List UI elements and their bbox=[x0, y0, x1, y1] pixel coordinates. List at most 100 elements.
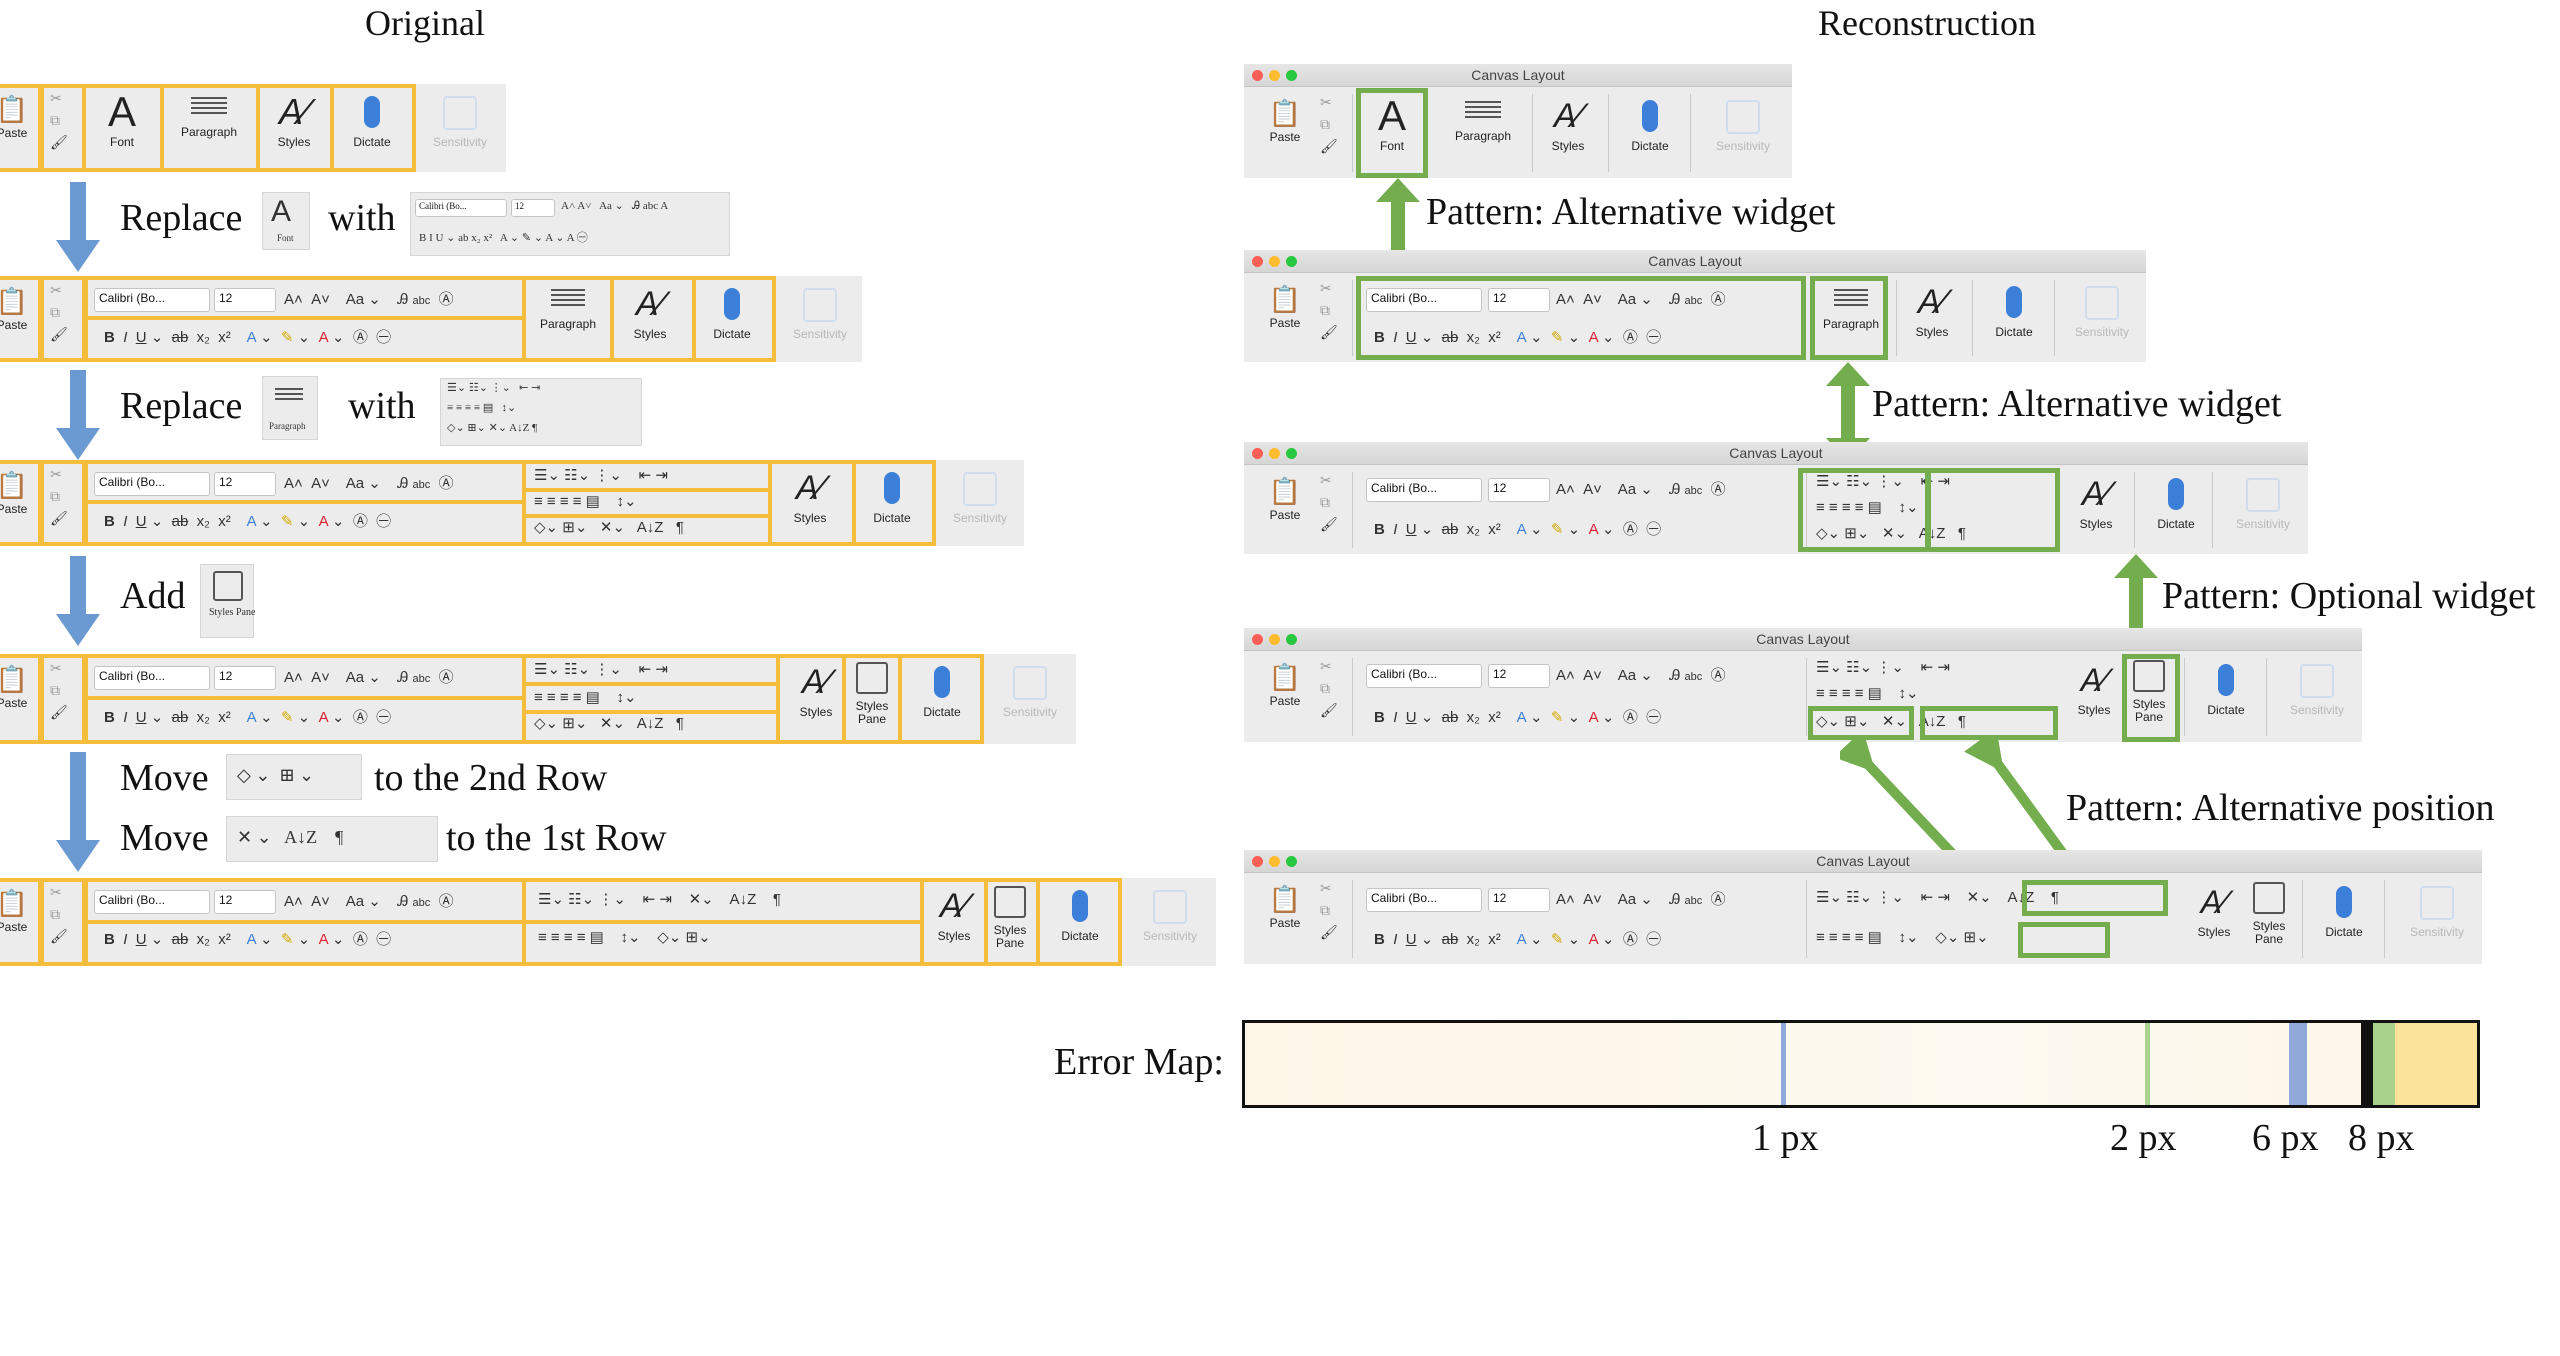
format-painter-icon[interactable]: 🖌 bbox=[1320, 924, 1338, 940]
styles-button[interactable]: A⁄ Styles bbox=[2186, 880, 2242, 939]
font-name-field[interactable]: Calibri (Bo... bbox=[94, 288, 210, 312]
paste-button[interactable]: 📋 Paste bbox=[0, 888, 32, 934]
sensitivity-button[interactable]: Sensitivity bbox=[2220, 472, 2306, 531]
minimize-window-icon[interactable] bbox=[1269, 448, 1280, 459]
sensitivity-button[interactable]: Sensitivity bbox=[420, 90, 500, 149]
minimize-window-icon[interactable] bbox=[1269, 856, 1280, 867]
font-size-field[interactable]: 12 bbox=[1488, 288, 1550, 312]
sensitivity-button[interactable]: Sensitivity bbox=[1130, 884, 1210, 943]
copy-icon[interactable]: ⧉ bbox=[50, 488, 60, 504]
font-name-field[interactable]: Calibri (Bo... bbox=[1366, 288, 1482, 312]
minimize-window-icon[interactable] bbox=[1269, 634, 1280, 645]
font-size-field[interactable]: 12 bbox=[1488, 478, 1550, 502]
font-button[interactable]: A Font bbox=[1360, 94, 1424, 153]
dictate-button[interactable]: Dictate bbox=[1048, 884, 1112, 943]
styles-button[interactable]: A⁄ Styles bbox=[2064, 472, 2128, 531]
paste-button[interactable]: 📋 Paste bbox=[1262, 476, 1308, 522]
paste-button[interactable]: 📋 Paste bbox=[0, 286, 32, 332]
zoom-window-icon[interactable] bbox=[1286, 70, 1297, 81]
sensitivity-button[interactable]: Sensitivity bbox=[990, 660, 1070, 719]
format-painter-icon[interactable]: 🖌 bbox=[1320, 516, 1338, 532]
font-size-field[interactable]: 12 bbox=[214, 890, 276, 914]
copy-icon[interactable]: ⧉ bbox=[1320, 902, 1330, 918]
close-window-icon[interactable] bbox=[1252, 856, 1263, 867]
cut-icon[interactable]: ✂ bbox=[50, 282, 62, 298]
styles-button[interactable]: A⁄ Styles bbox=[778, 466, 842, 525]
cut-icon[interactable]: ✂ bbox=[50, 884, 62, 900]
dictate-button[interactable]: Dictate bbox=[1982, 280, 2046, 339]
styles-button[interactable]: A⁄ Styles bbox=[1900, 280, 1964, 339]
sensitivity-button[interactable]: Sensitivity bbox=[940, 466, 1020, 525]
sensitivity-button[interactable]: Sensitivity bbox=[2274, 658, 2360, 717]
copy-icon[interactable]: ⧉ bbox=[1320, 116, 1330, 132]
minimize-window-icon[interactable] bbox=[1269, 256, 1280, 267]
font-name-field[interactable]: Calibri (Bo... bbox=[94, 472, 210, 496]
font-name-field[interactable]: Calibri (Bo... bbox=[1366, 888, 1482, 912]
font-name-field[interactable]: Calibri (Bo... bbox=[1366, 478, 1482, 502]
dictate-button[interactable]: Dictate bbox=[2144, 472, 2208, 531]
dictate-button[interactable]: Dictate bbox=[340, 90, 404, 149]
font-size-field[interactable]: 12 bbox=[1488, 888, 1550, 912]
font-size-field[interactable]: 12 bbox=[1488, 664, 1550, 688]
close-window-icon[interactable] bbox=[1252, 70, 1263, 81]
paragraph-button[interactable]: Paragraph bbox=[528, 286, 608, 331]
font-size-field[interactable]: 12 bbox=[214, 472, 276, 496]
paste-button[interactable]: 📋 Paste bbox=[1262, 662, 1308, 708]
cut-icon[interactable]: ✂ bbox=[50, 660, 62, 676]
font-size-field[interactable]: 12 bbox=[214, 666, 276, 690]
font-size-field[interactable]: 12 bbox=[214, 288, 276, 312]
paste-button[interactable]: 📋 Paste bbox=[1262, 884, 1308, 930]
paste-button[interactable]: 📋 Paste bbox=[1262, 284, 1308, 330]
format-painter-icon[interactable]: 🖌 bbox=[50, 326, 68, 342]
format-painter-icon[interactable]: 🖌 bbox=[50, 704, 68, 720]
cut-icon[interactable]: ✂ bbox=[1320, 94, 1332, 110]
copy-icon[interactable]: ⧉ bbox=[50, 906, 60, 922]
styles-pane-button[interactable]: Styles Pane bbox=[2122, 660, 2176, 724]
zoom-window-icon[interactable] bbox=[1286, 856, 1297, 867]
copy-icon[interactable]: ⧉ bbox=[1320, 302, 1330, 318]
zoom-window-icon[interactable] bbox=[1286, 448, 1297, 459]
sensitivity-button[interactable]: Sensitivity bbox=[2394, 880, 2480, 939]
sensitivity-button[interactable]: Sensitivity bbox=[780, 282, 860, 341]
zoom-window-icon[interactable] bbox=[1286, 634, 1297, 645]
dictate-button[interactable]: Dictate bbox=[910, 660, 974, 719]
copy-icon[interactable]: ⧉ bbox=[50, 682, 60, 698]
styles-button[interactable]: A⁄ Styles bbox=[924, 884, 984, 943]
cut-icon[interactable]: ✂ bbox=[1320, 472, 1332, 488]
styles-pane-button[interactable]: Styles Pane bbox=[846, 662, 898, 726]
close-window-icon[interactable] bbox=[1252, 634, 1263, 645]
format-painter-icon[interactable]: 🖌 bbox=[50, 510, 68, 526]
styles-button[interactable]: A⁄ Styles bbox=[786, 660, 846, 719]
format-painter-icon[interactable]: 🖌 bbox=[1320, 702, 1338, 718]
styles-button[interactable]: A⁄ Styles bbox=[2066, 658, 2122, 717]
copy-icon[interactable]: ⧉ bbox=[1320, 494, 1330, 510]
font-name-field[interactable]: Calibri (Bo... bbox=[1366, 664, 1482, 688]
cut-icon[interactable]: ✂ bbox=[1320, 280, 1332, 296]
dictate-button[interactable]: Dictate bbox=[860, 466, 924, 525]
paste-button[interactable]: 📋 Paste bbox=[0, 94, 32, 140]
paragraph-button[interactable]: Paragraph bbox=[166, 94, 252, 139]
sensitivity-button[interactable]: Sensitivity bbox=[1700, 94, 1786, 153]
copy-icon[interactable]: ⧉ bbox=[50, 304, 60, 320]
paste-button[interactable]: 📋 Paste bbox=[0, 470, 32, 516]
close-window-icon[interactable] bbox=[1252, 448, 1263, 459]
cut-icon[interactable]: ✂ bbox=[50, 90, 62, 106]
paste-button[interactable]: 📋 Paste bbox=[0, 664, 32, 710]
paste-button[interactable]: 📋 Paste bbox=[1262, 98, 1308, 144]
styles-pane-button[interactable]: Styles Pane bbox=[2242, 882, 2296, 946]
close-window-icon[interactable] bbox=[1252, 256, 1263, 267]
font-name-field[interactable]: Calibri (Bo... bbox=[94, 666, 210, 690]
dictate-button[interactable]: Dictate bbox=[2194, 658, 2258, 717]
copy-icon[interactable]: ⧉ bbox=[1320, 680, 1330, 696]
format-painter-icon[interactable]: 🖌 bbox=[50, 134, 68, 150]
font-name-field[interactable]: Calibri (Bo... bbox=[94, 890, 210, 914]
minimize-window-icon[interactable] bbox=[1269, 70, 1280, 81]
dictate-button[interactable]: Dictate bbox=[1618, 94, 1682, 153]
styles-button[interactable]: A⁄ Styles bbox=[262, 90, 326, 149]
dictate-button[interactable]: Dictate bbox=[700, 282, 764, 341]
format-painter-icon[interactable]: 🖌 bbox=[50, 928, 68, 944]
font-button[interactable]: A Font bbox=[90, 90, 154, 149]
format-painter-icon[interactable]: 🖌 bbox=[1320, 138, 1338, 154]
copy-icon[interactable]: ⧉ bbox=[50, 112, 60, 128]
sensitivity-button[interactable]: Sensitivity bbox=[2060, 280, 2144, 339]
